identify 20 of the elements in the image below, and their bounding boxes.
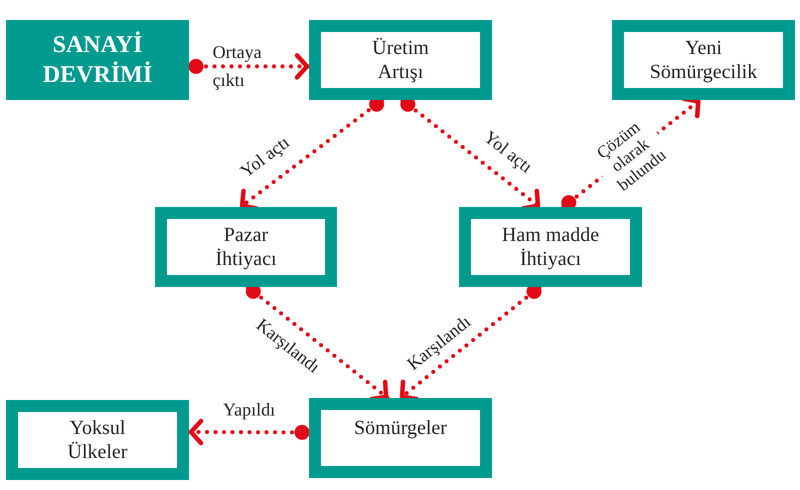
concept-box — [155, 207, 337, 287]
box-text: Ham madde İhtiyacı — [500, 223, 600, 271]
concept-box — [309, 20, 492, 100]
edge-label: Ortaya çıktı — [212, 41, 263, 92]
edge-label: Yapıldı — [222, 400, 276, 421]
concept-box — [612, 20, 795, 100]
dotted-arrow — [187, 53, 311, 80]
box-text: Yeni Sömürgecilik — [648, 36, 758, 84]
edge-label: Yol açtı — [479, 126, 536, 178]
box-text: Yoksul Ülkeler — [66, 416, 128, 464]
edge-label: Yol açtı — [236, 132, 294, 182]
box-text: Üretim Artışı — [371, 36, 430, 84]
title-text: SANAYİ DEVRİMİ — [42, 30, 154, 90]
box-text: Sömürgeler — [354, 416, 447, 440]
concept-box — [6, 20, 189, 100]
box-text: Pazar İhtiyacı — [214, 223, 278, 271]
dotted-arrow — [187, 418, 311, 446]
concept-box — [459, 207, 642, 287]
concept-box — [6, 400, 189, 480]
concept-box — [309, 398, 492, 478]
